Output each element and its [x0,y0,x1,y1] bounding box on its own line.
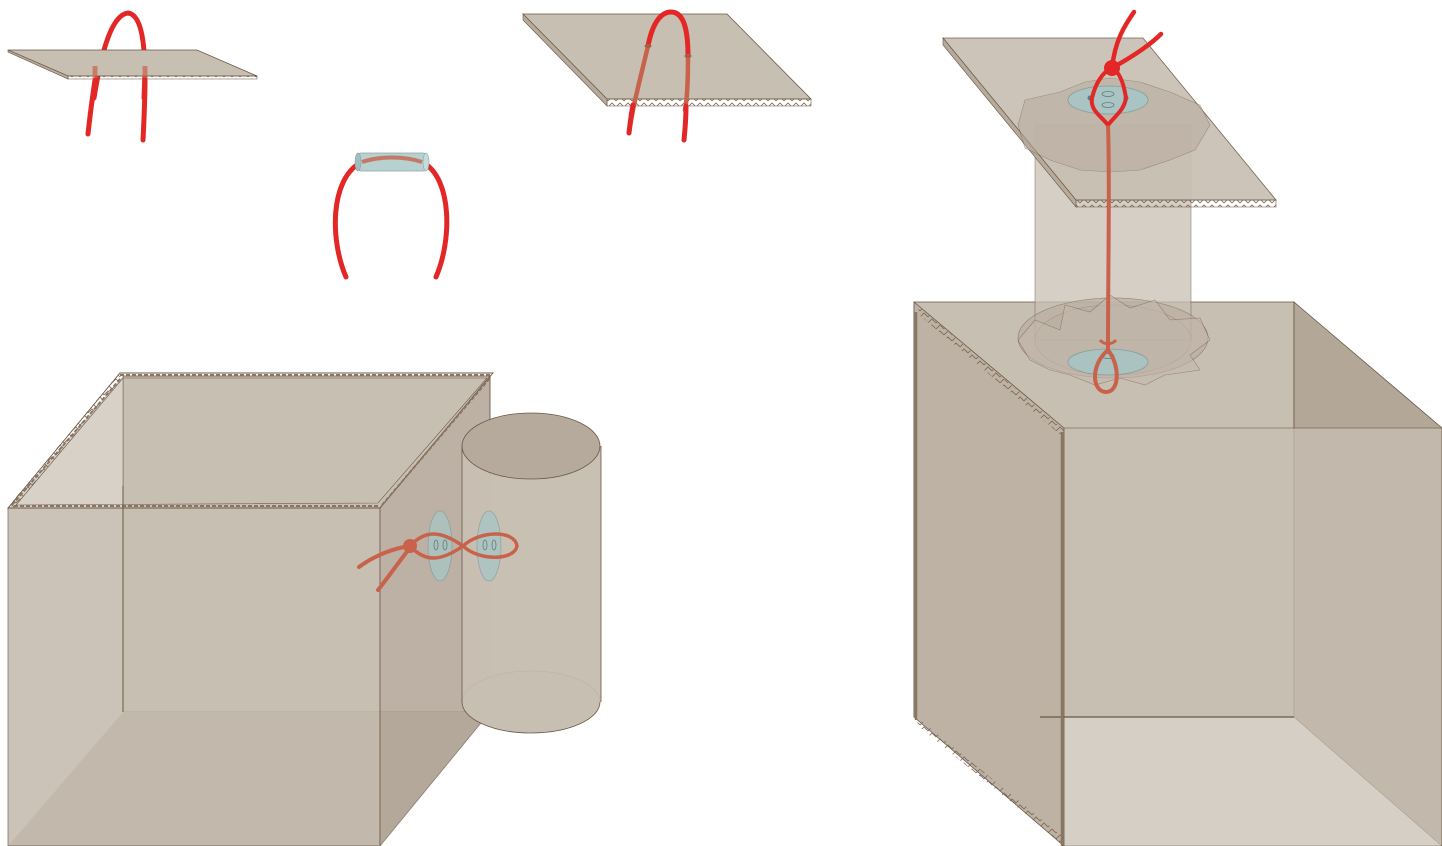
red-cord-icon [626,102,636,136]
step-box-cylinder-panel-gears [913,9,1442,846]
flat-cardboard-panel [522,13,812,107]
step-box-and-cylinder [7,372,602,846]
plastic-tube-icon [354,152,430,172]
teal-button-disk-icon [427,510,453,582]
step-panel-cord-two-holes [522,9,812,143]
cardboard-cylinder [461,412,602,734]
red-cord-icon [85,77,98,137]
red-cord-icon [645,9,691,59]
cardboard-box [913,301,1442,846]
knotted-cord-icon [1089,9,1164,395]
knotted-cord-icon [357,532,519,592]
cardboard-box [7,372,494,846]
flat-cardboard-panel [7,49,258,80]
red-cord-icon [140,77,148,143]
teal-button-disk-icon [476,510,502,582]
red-cord-icon [421,160,450,280]
step-cord-through-tube [332,152,450,280]
red-cord-icon [681,103,689,143]
red-cord-icon [332,160,363,280]
step-flat-panel-cord-loop [7,10,258,143]
